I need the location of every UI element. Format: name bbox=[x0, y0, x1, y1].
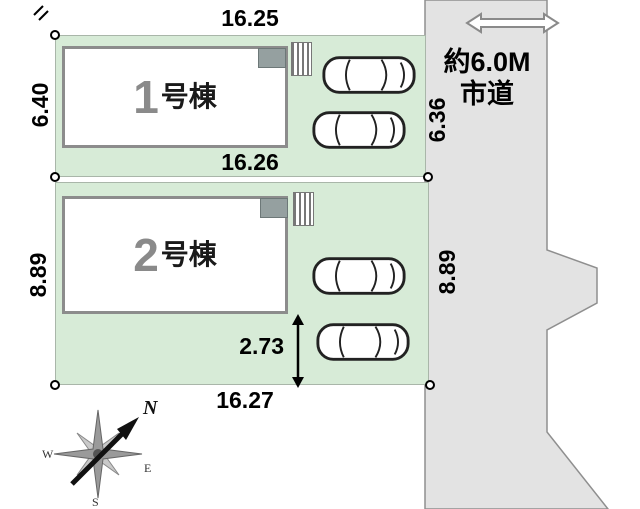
building-1-suffix: 号棟 bbox=[160, 81, 217, 112]
dimension-lower-right: 8.89 bbox=[434, 249, 460, 295]
building-2-number: 2 bbox=[133, 229, 159, 281]
car-icon bbox=[312, 111, 406, 149]
dimension-upper-left: 6.40 bbox=[27, 82, 53, 128]
dimension-top: 16.25 bbox=[221, 5, 279, 31]
setback-arrow-icon bbox=[292, 314, 304, 388]
car-icon bbox=[312, 257, 406, 295]
building-1: 1 号棟 bbox=[62, 46, 288, 148]
road-width-label: 約6.0M bbox=[443, 47, 531, 77]
boundary-tick-icon bbox=[33, 5, 49, 21]
dimension-bottom: 16.27 bbox=[216, 387, 274, 413]
compass-icon: N W S E bbox=[42, 397, 159, 509]
road-width-arrow-icon bbox=[465, 12, 560, 34]
compass-south-label: S bbox=[92, 495, 99, 509]
survey-point bbox=[50, 380, 60, 390]
survey-point bbox=[50, 30, 60, 40]
dimension-middle: 16.26 bbox=[221, 149, 279, 175]
building-1-stairs-hatch-icon bbox=[291, 42, 312, 76]
survey-point bbox=[425, 380, 435, 390]
dimension-setback: 2.73 bbox=[239, 333, 284, 359]
building-2-entrance bbox=[260, 198, 288, 218]
car-icon bbox=[322, 56, 416, 94]
building-2-suffix: 号棟 bbox=[160, 239, 217, 270]
survey-point bbox=[50, 172, 60, 182]
road-type-label: 市道 bbox=[460, 79, 514, 109]
survey-point bbox=[423, 172, 433, 182]
compass-north-label: N bbox=[142, 397, 159, 419]
dimension-lower-left: 8.89 bbox=[25, 252, 51, 298]
building-1-number: 1 bbox=[133, 71, 159, 123]
building-2-stairs-hatch-icon bbox=[293, 192, 314, 226]
compass-west-label: W bbox=[42, 447, 54, 461]
car-icon bbox=[316, 323, 410, 361]
building-2: 2 号棟 bbox=[62, 196, 288, 314]
compass-east-label: E bbox=[144, 461, 151, 475]
building-1-entrance bbox=[258, 48, 286, 68]
